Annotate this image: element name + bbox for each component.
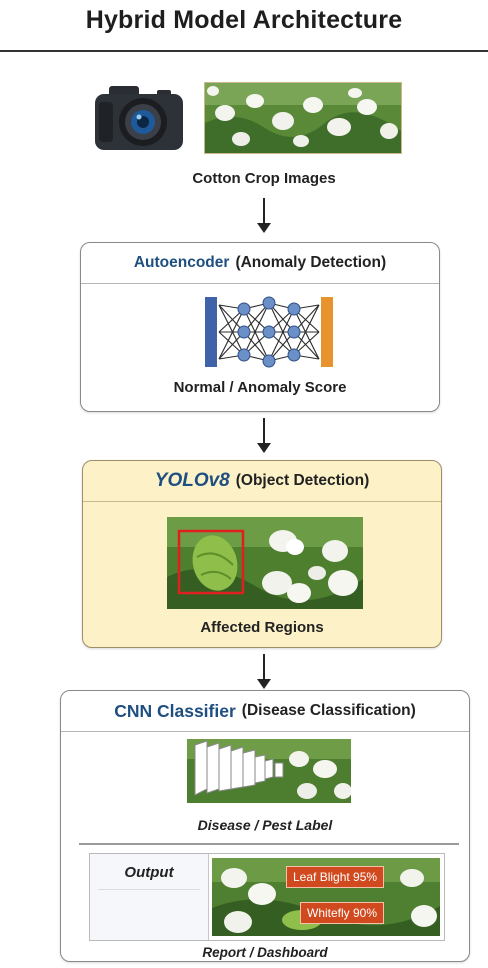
diagram-title: Hybrid Model Architecture xyxy=(85,6,403,34)
input-caption: Cotton Crop Images xyxy=(192,170,336,187)
autoencoder-role: (Anomaly Detection) xyxy=(235,254,387,271)
cnn-header: CNN Classifier (Disease Classification) xyxy=(61,691,469,732)
title-divider xyxy=(0,50,488,52)
yolo-header: YOLOv8 (Object Detection) xyxy=(83,461,441,502)
cnn-name: CNN Classifier xyxy=(114,700,236,721)
detection-tag: Whitefly 90% xyxy=(300,902,385,924)
section-divider xyxy=(79,843,459,845)
neural-network-icon xyxy=(199,295,339,369)
autoencoder-header: Autoencoder (Anomaly Detection) xyxy=(81,243,439,284)
autoencoder-box: Autoencoder (Anomaly Detection) xyxy=(80,242,440,412)
arrow-down-icon xyxy=(255,198,273,233)
detection-photo xyxy=(167,517,363,609)
autoencoder-name: Autoencoder xyxy=(133,254,230,271)
detection-tag: Leaf Blight 95% xyxy=(286,866,385,888)
arrow-down-icon xyxy=(255,654,273,689)
autoencoder-caption: Normal / Anomaly Score xyxy=(173,379,347,396)
output-label: Output xyxy=(98,854,200,890)
report-caption: Report / Dashboard xyxy=(202,945,328,960)
cnn-role: (Disease Classification) xyxy=(241,702,416,719)
yolo-name: YOLOv8 xyxy=(154,470,230,491)
yolo-role: (Object Detection) xyxy=(235,472,370,489)
output-label-cell: Output xyxy=(90,854,209,940)
output-panel: Output Leaf Blight 95% Whitefly 90% xyxy=(89,853,445,941)
yolo-caption: Affected Regions xyxy=(200,619,324,636)
yolo-box: YOLOv8 (Object Detection) Affected Regio… xyxy=(82,460,442,648)
cnn-feature-map-photo xyxy=(187,739,351,803)
cnn-box: CNN Classifier (Disease Classification) … xyxy=(60,690,470,962)
cnn-caption: Disease / Pest Label xyxy=(197,817,333,833)
camera-icon xyxy=(93,84,185,152)
cotton-crop-photo xyxy=(204,82,402,154)
arrow-down-icon xyxy=(255,418,273,453)
output-result-photo: Leaf Blight 95% Whitefly 90% xyxy=(212,858,440,936)
